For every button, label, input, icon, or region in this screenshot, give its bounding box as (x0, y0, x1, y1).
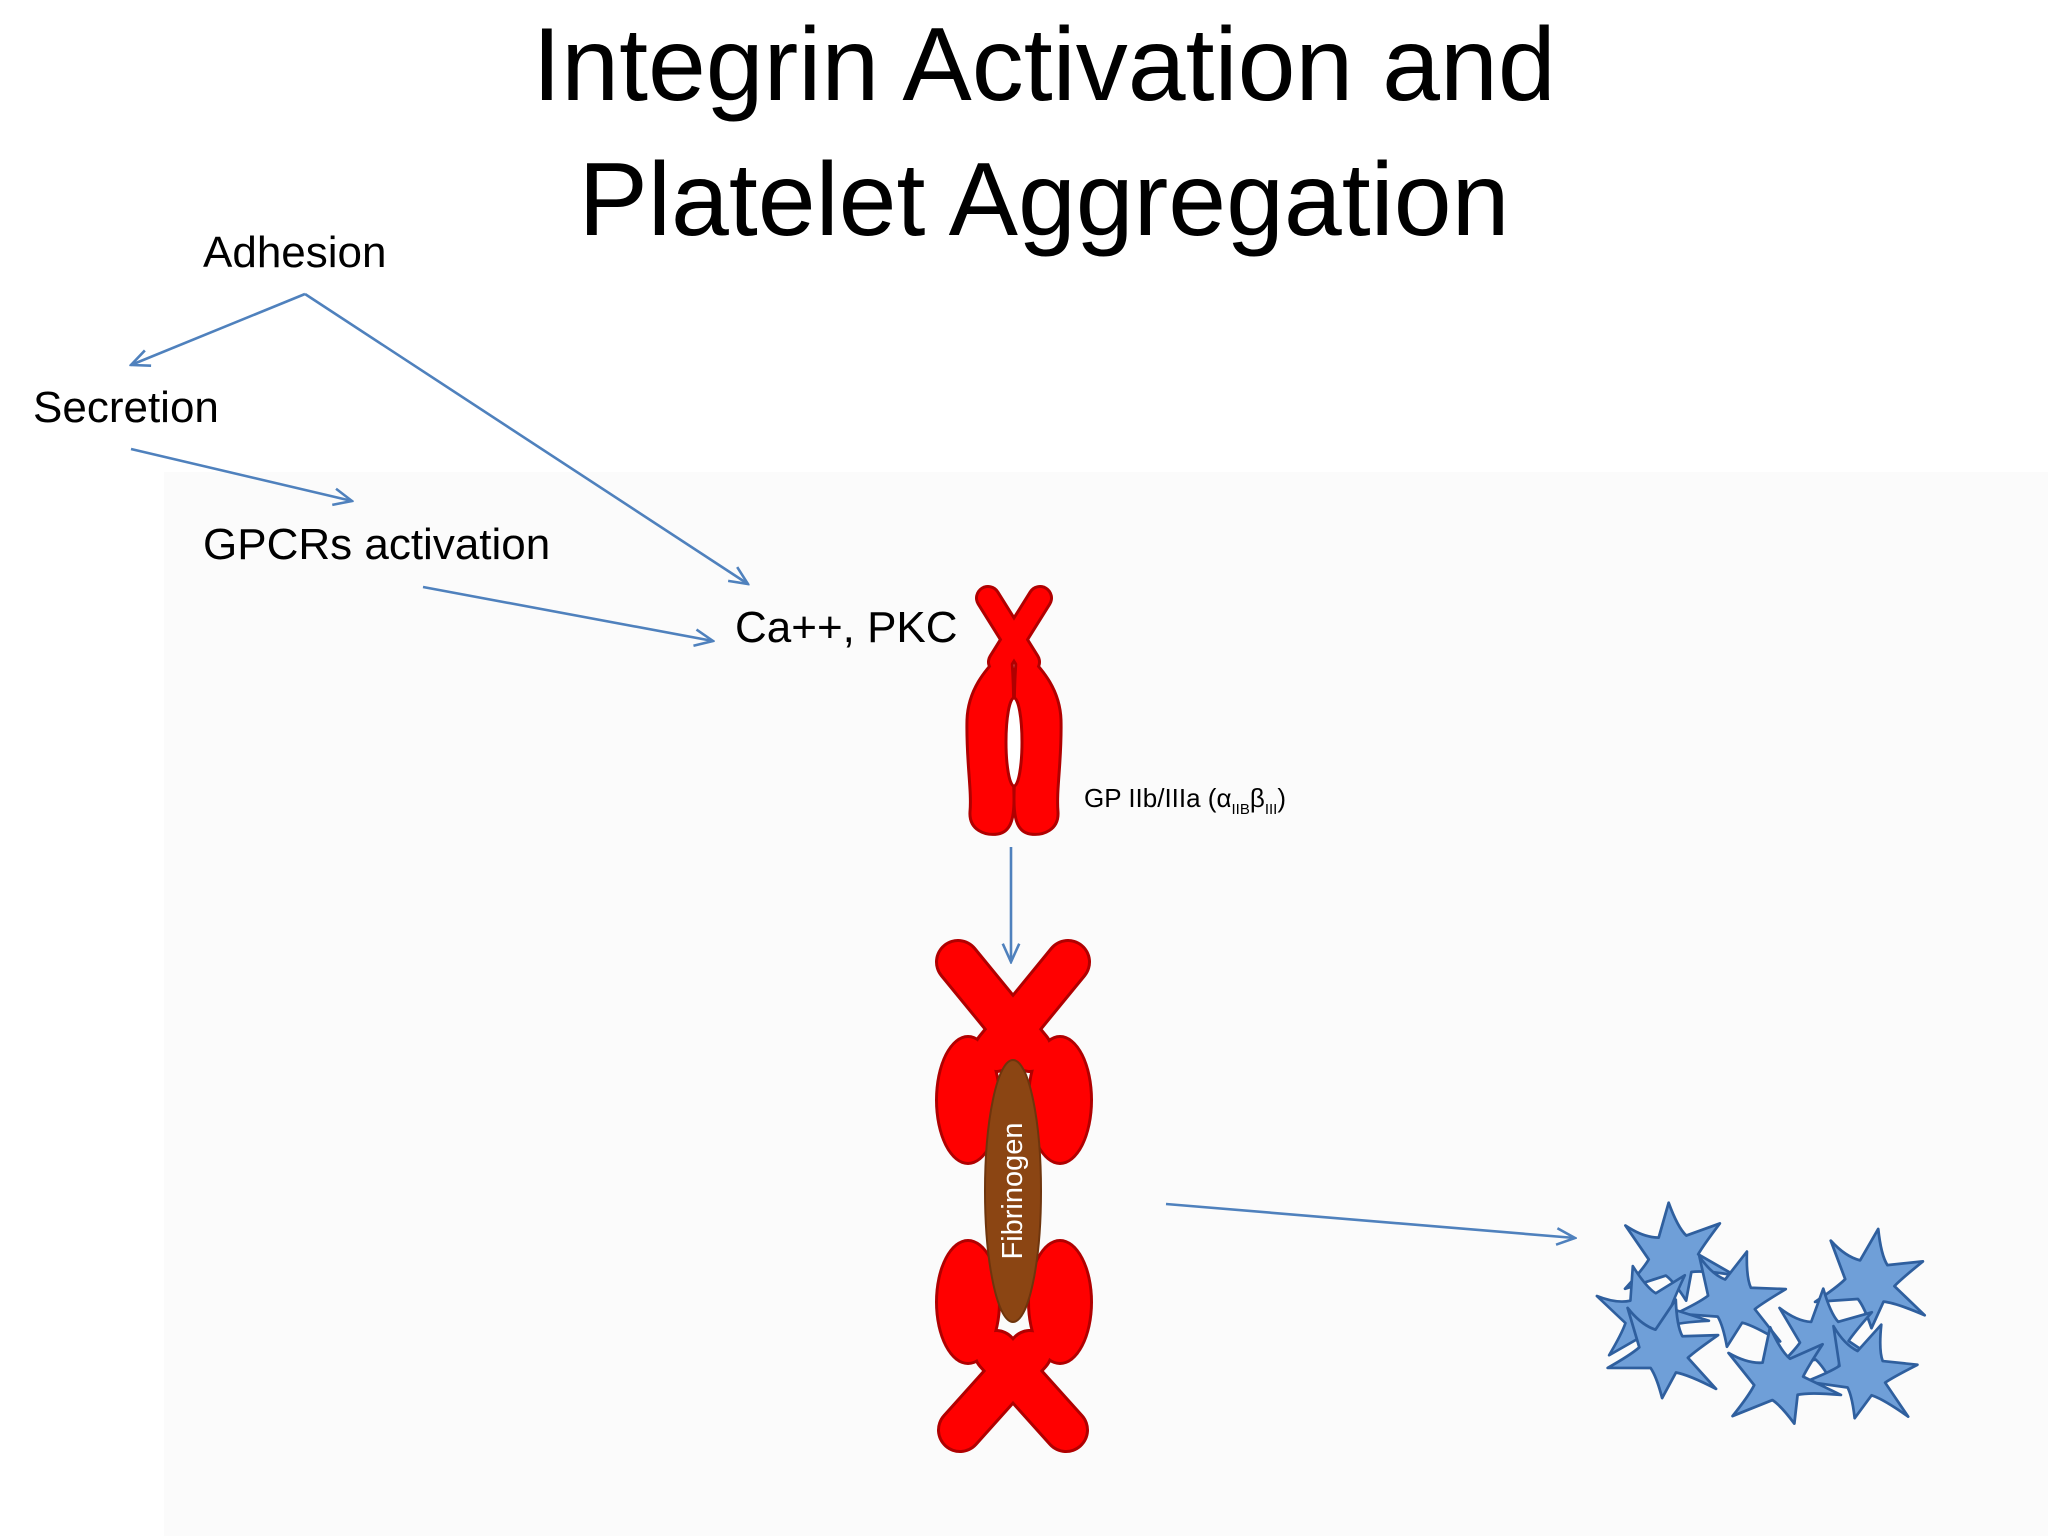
label-secretion: Secretion (33, 383, 219, 432)
slide-title-line-2: Platelet Aggregation (578, 142, 1510, 258)
receptor-strand (990, 588, 1050, 672)
arrow-adhesion-to-secretion (131, 292, 306, 365)
integrin-receptor (965, 585, 1063, 836)
integrin-top-lobe-right (1030, 1038, 1090, 1162)
beta-subscript: III (1264, 801, 1278, 818)
pathway-arrows (130, 292, 1575, 1238)
label-ca-pkc: Ca++, PKC (735, 603, 958, 652)
arrow-secretion-to-gpcrs (130, 447, 352, 501)
arrow-adhesion-to-ca-pkc (304, 292, 748, 584)
integrin-bottom-lobe-left (938, 1242, 998, 1362)
arrow-complex-to-aggregation (1165, 1202, 1575, 1238)
label-gpcrs-activation: GPCRs activation (203, 520, 551, 569)
label-adhesion: Adhesion (203, 228, 387, 277)
platelet-aggregate (1581, 1193, 1935, 1438)
arrow-gpcrs-to-ca-pkc (422, 585, 713, 641)
integrin-bottom-arm (940, 1332, 1050, 1450)
integrin-bottom-lobe-right (1030, 1242, 1090, 1362)
receptor-label-suffix: ) (1277, 783, 1286, 813)
receptor-label: GP IIb/IIIa (αIIBβIII) (1084, 783, 1286, 818)
integrin-fibrinogen-complex: Fibrinogen (935, 939, 1093, 1453)
integrin-top-lobe-left (938, 1038, 998, 1162)
beta-symbol: β (1249, 783, 1265, 813)
alpha-subscript: IIB (1231, 801, 1250, 818)
fibrinogen-label: Fibrinogen (997, 1122, 1029, 1259)
integrin-top-arm (976, 942, 1088, 1070)
receptor-center-gap (1004, 696, 1024, 788)
slide-title-line-1: Integrin Activation and (532, 7, 1556, 123)
fibrinogen-molecule (984, 1059, 1042, 1323)
receptor-strand (978, 588, 1038, 672)
receptor-label-prefix: GP IIb/IIIa (α (1084, 783, 1232, 813)
